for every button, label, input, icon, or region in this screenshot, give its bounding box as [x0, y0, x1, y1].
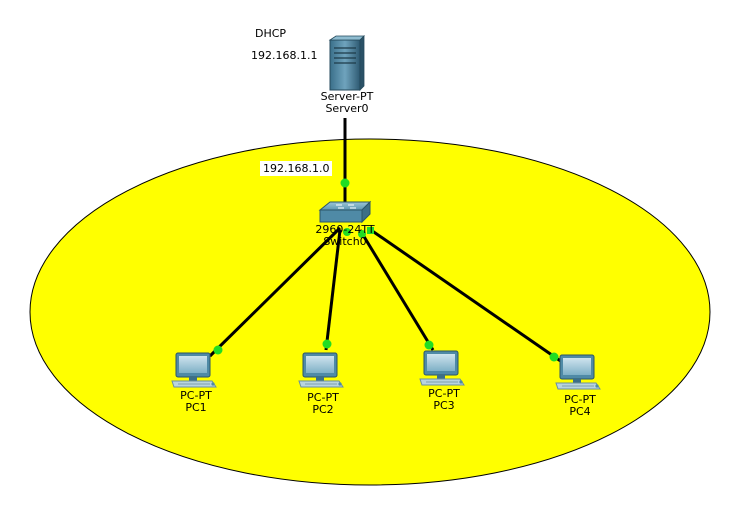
pc2-label: PC-PT PC2	[293, 392, 353, 416]
server-label: Server-PT Server0	[312, 91, 382, 115]
link-light	[322, 339, 332, 349]
link-light	[424, 340, 434, 350]
device-model: 2960-24TT	[315, 223, 375, 236]
link-switch-pc1[interactable]	[208, 226, 342, 358]
links	[208, 118, 563, 364]
device-model: Server-PT	[320, 90, 374, 103]
server-icon[interactable]	[328, 35, 365, 91]
pc-icon[interactable]	[419, 350, 465, 386]
device-name: Switch0	[323, 235, 367, 248]
switch-icon[interactable]	[318, 200, 372, 224]
device-model: PC-PT	[307, 391, 339, 404]
pc-icon[interactable]	[555, 354, 601, 390]
link-light	[549, 352, 559, 362]
link-switch-pc3[interactable]	[358, 229, 435, 351]
device-name: PC1	[185, 401, 207, 414]
server-ip-note[interactable]: 192.168.1.1	[251, 49, 318, 62]
pc3-label: PC-PT PC3	[414, 388, 474, 412]
network-zone	[29, 138, 711, 486]
dhcp-note[interactable]: DHCP	[255, 27, 287, 40]
pc-icon[interactable]	[171, 352, 217, 388]
link-light	[213, 345, 223, 355]
link-light	[340, 178, 350, 188]
link-switch-pc2[interactable]	[324, 229, 342, 351]
device-model: PC-PT	[180, 389, 212, 402]
device-model: PC-PT	[564, 393, 596, 406]
device-name: PC3	[433, 399, 455, 412]
link-light	[367, 227, 374, 234]
link-light	[358, 230, 366, 238]
pc1-label: PC-PT PC1	[166, 390, 226, 414]
link-status-lights	[213, 178, 559, 362]
link-switch-pc4[interactable]	[367, 226, 563, 364]
switch-label: 2960-24TT Switch0	[305, 224, 385, 248]
device-model: PC-PT	[428, 387, 460, 400]
link-light	[343, 228, 351, 236]
pc-icon[interactable]	[298, 352, 344, 388]
device-name: PC4	[569, 405, 591, 418]
network-address-note[interactable]: 192.168.1.0	[260, 161, 333, 176]
device-name: Server0	[325, 102, 369, 115]
device-name: PC2	[312, 403, 334, 416]
pc4-label: PC-PT PC4	[550, 394, 610, 418]
